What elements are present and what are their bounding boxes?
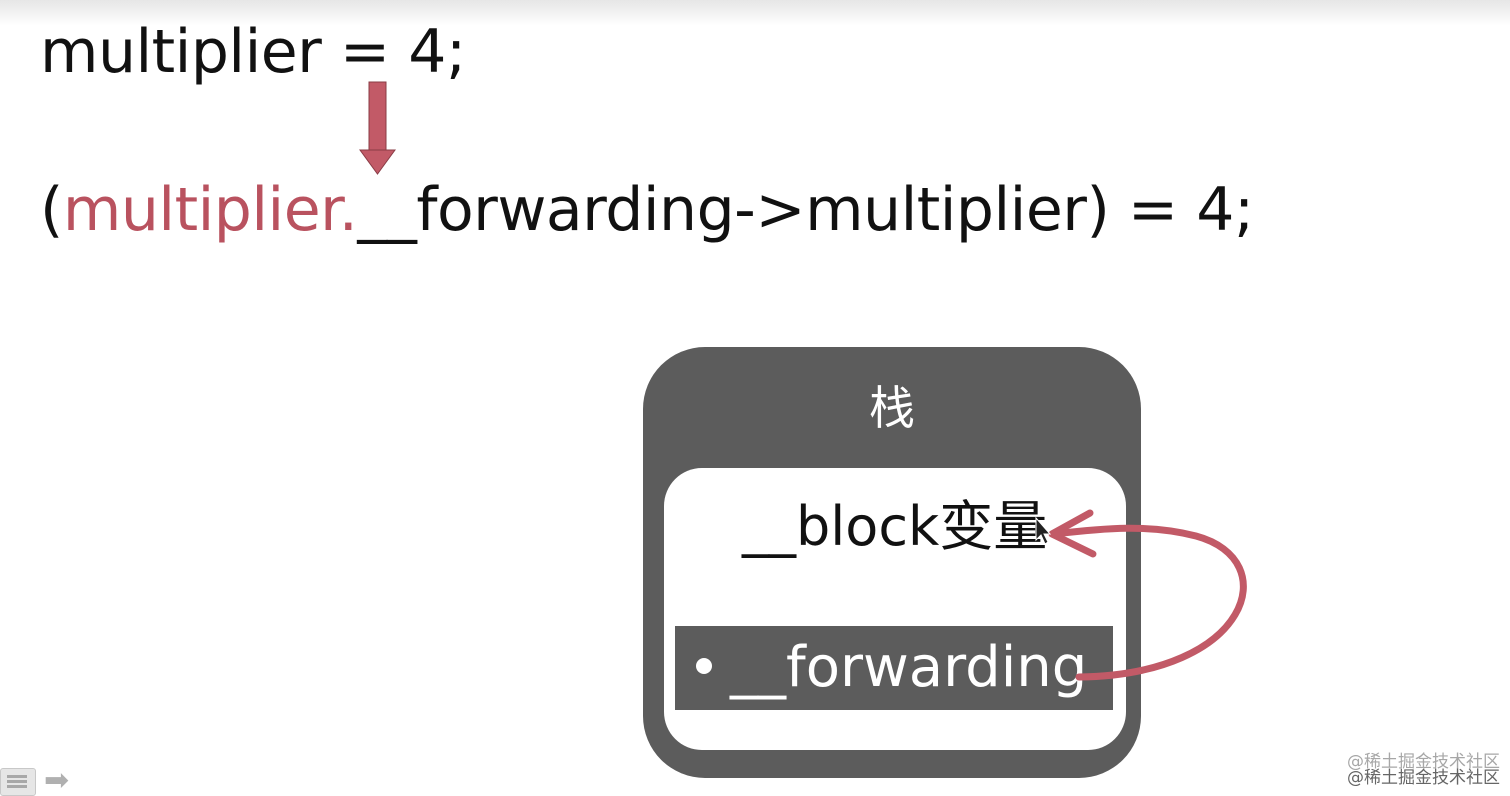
- code-line-1-text: multiplier = 4;: [40, 17, 466, 87]
- forwarding-field: [675, 626, 1113, 710]
- highlighted-multiplier: multiplier.: [62, 175, 358, 245]
- open-paren: (: [40, 175, 63, 245]
- watermark: @稀土掘金技术社区: [1347, 768, 1500, 788]
- block-variable-label: __block变量: [742, 495, 1048, 558]
- menu-icon[interactable]: [0, 768, 36, 796]
- code-line-transformed: (multiplier.__forwarding->multiplier) = …: [40, 180, 1254, 240]
- forwarding-bullet-icon: [696, 658, 712, 674]
- watermark-shadow: @稀土掘金技术社区: [1347, 752, 1500, 772]
- code-line-original: multiplier = 4;: [40, 22, 466, 82]
- top-shadow: [0, 0, 1510, 26]
- forwarding-access-text: __forwarding->multiplier) = 4;: [357, 175, 1254, 245]
- presentation-controls: ➡: [0, 764, 90, 796]
- down-arrow-icon: [359, 81, 396, 175]
- next-arrow-icon[interactable]: ➡: [44, 763, 70, 796]
- forwarding-label: __forwarding: [730, 635, 1088, 700]
- stack-title: 栈: [869, 381, 915, 435]
